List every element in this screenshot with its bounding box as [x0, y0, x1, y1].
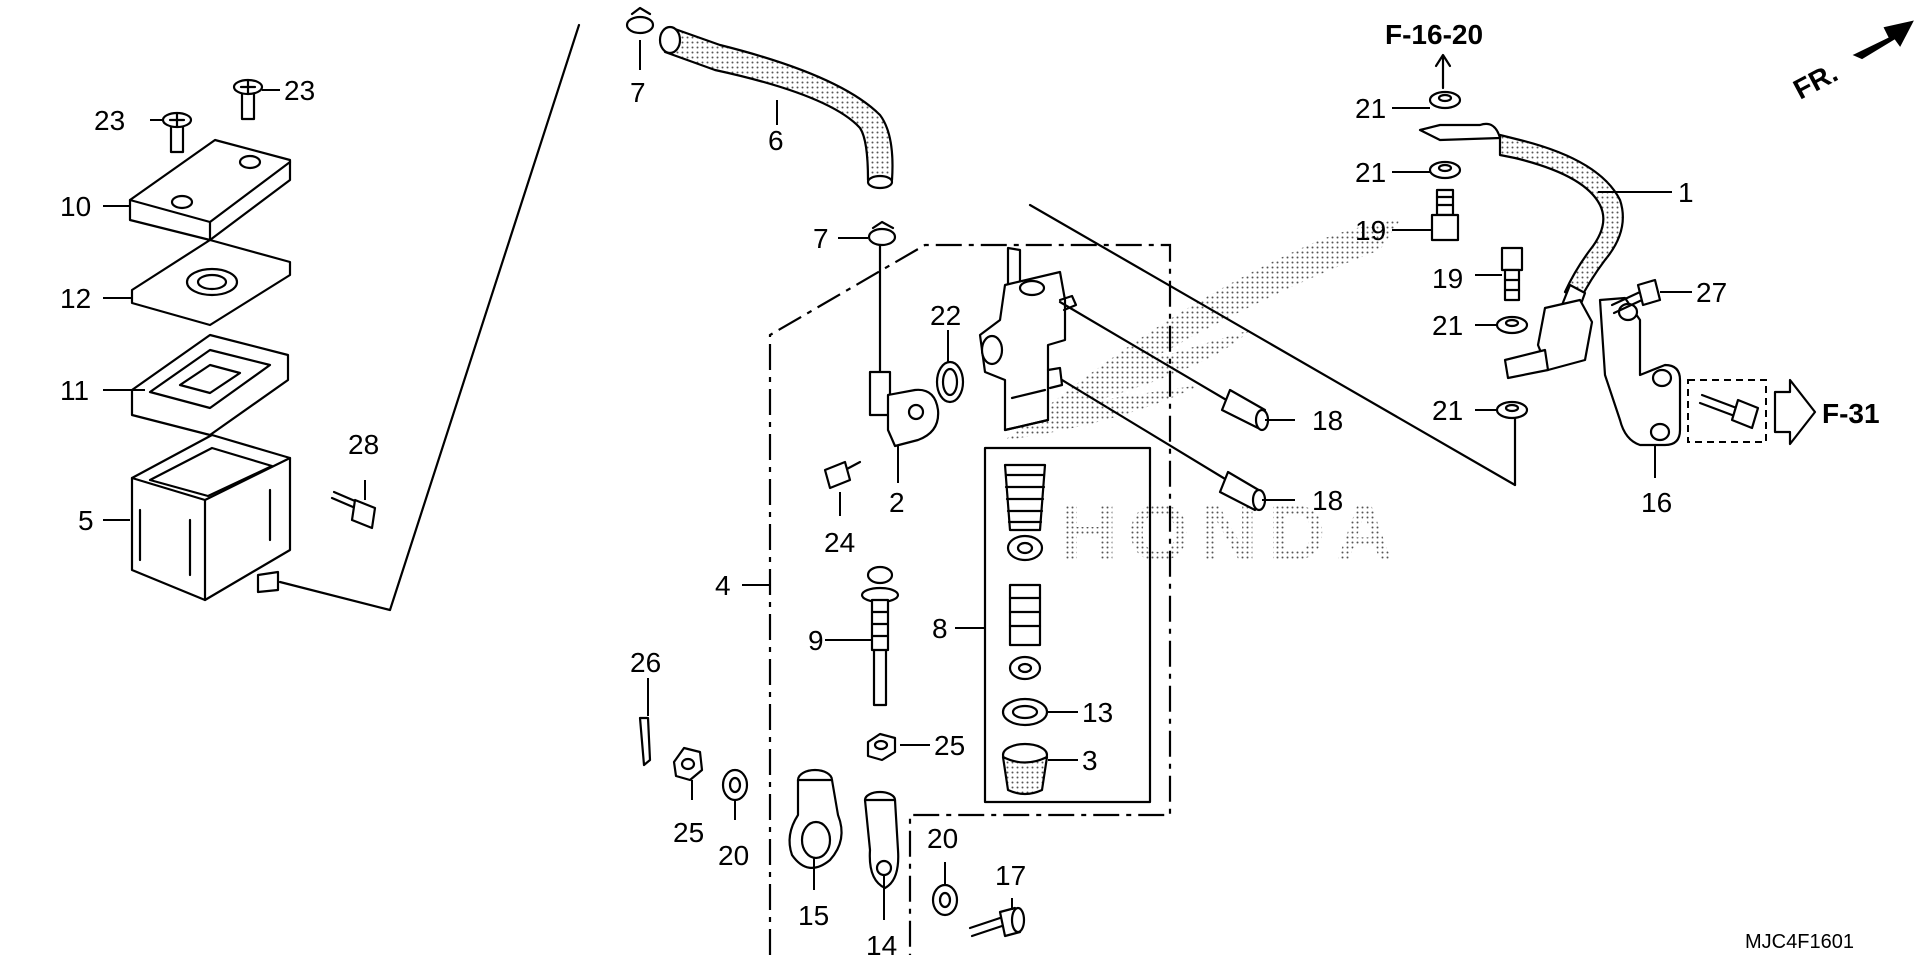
callout-21-top: 21: [1355, 93, 1386, 124]
callout-20-right: 20: [927, 823, 958, 854]
callout-21-third: 21: [1432, 310, 1463, 341]
front-direction-arrow-icon: [1852, 20, 1914, 60]
push-rod-9: [860, 565, 900, 707]
washer-21-third: [1495, 315, 1529, 335]
callout-8: 8: [932, 613, 948, 644]
callout-18-lower: 18: [1312, 485, 1343, 516]
honda-wing-watermark: HONDA: [1005, 220, 1403, 577]
callout-5: 5: [78, 505, 94, 536]
dashed-box-right: [1687, 379, 1767, 443]
cotter-pin-26: [638, 716, 652, 767]
nut-25-center: [866, 732, 897, 762]
bolt-28: [330, 490, 377, 530]
leader-lines: [103, 40, 1692, 920]
callout-12: 12: [60, 283, 91, 314]
reference-arrow-icon: [1434, 53, 1817, 446]
washer-21-bottom: [1495, 400, 1529, 420]
callout-numbers: 23 23 10 12 11 5 28 7 6 7 22 2 24 4 9 8 …: [60, 75, 1727, 960]
reservoir-cap-10: [128, 138, 292, 242]
piston-set-8: [1003, 463, 1047, 681]
rod-eye-15: [788, 768, 843, 869]
reference-label-right: F-31: [1822, 398, 1880, 429]
master-cylinder-body-4: [978, 246, 1078, 432]
bracket-16: [1598, 296, 1682, 447]
boot-3: [1001, 742, 1049, 796]
bolt-27: [1610, 278, 1662, 315]
callout-3: 3: [1082, 745, 1098, 776]
screw-23-left: [161, 111, 193, 154]
callout-9: 9: [808, 625, 824, 656]
watermark-text: HONDA: [1060, 488, 1403, 577]
bolt-17: [968, 906, 1026, 938]
clevis-14: [863, 790, 900, 890]
callout-15: 15: [798, 900, 829, 931]
callout-28: 28: [348, 429, 379, 460]
callout-21-bottom: 21: [1432, 395, 1463, 426]
hose-joint-2: [868, 243, 940, 448]
callout-20-left: 20: [718, 840, 749, 871]
callout-19-lower: 19: [1432, 263, 1463, 294]
callout-7-lower: 7: [813, 223, 829, 254]
banjo-bolt-19-lower: [1500, 246, 1524, 302]
diaphragm-plate-12: [130, 238, 292, 327]
diagram-code: MJC4F1601: [1745, 931, 1854, 953]
brake-hose-1: [1418, 122, 1624, 380]
clip-7-lower: [867, 220, 897, 247]
callout-23-right: 23: [284, 75, 315, 106]
assembly-outline-8: [983, 446, 1152, 804]
callout-17: 17: [995, 860, 1026, 891]
callout-27: 27: [1696, 277, 1727, 308]
bolt-24: [823, 460, 862, 490]
assembly-lines: [278, 23, 1517, 612]
callout-4: 4: [715, 570, 731, 601]
hose-6: [658, 25, 894, 190]
clip-7-top: [625, 6, 655, 35]
callout-13: 13: [1082, 697, 1113, 728]
callout-14: 14: [866, 930, 897, 960]
callout-25-left: 25: [673, 817, 704, 848]
callout-18-upper: 18: [1312, 405, 1343, 436]
diaphragm-11: [130, 333, 290, 437]
nut-25-left: [672, 746, 704, 782]
snap-ring-13: [1001, 697, 1049, 727]
callout-16: 16: [1641, 487, 1672, 518]
front-direction-label: FR.: [1788, 57, 1842, 106]
callout-21-second: 21: [1355, 157, 1386, 188]
callout-19-top: 19: [1355, 215, 1386, 246]
washer-21-second: [1428, 160, 1462, 180]
reservoir-body-5: [130, 433, 292, 602]
washer-20-left: [721, 768, 749, 802]
screw-23-right: [232, 78, 264, 121]
callout-6: 6: [768, 125, 784, 156]
reference-label-top: F-16-20: [1385, 19, 1483, 50]
callout-23-left: 23: [94, 105, 125, 136]
bolt-18-upper: [1058, 300, 1270, 432]
washer-20-right: [931, 883, 959, 917]
callout-7-top: 7: [630, 77, 646, 108]
callout-25-center: 25: [934, 730, 965, 761]
callout-10: 10: [60, 191, 91, 222]
callout-24: 24: [824, 527, 855, 558]
callout-2: 2: [889, 487, 905, 518]
assembly-outline-4: [768, 243, 1172, 955]
callout-26: 26: [630, 647, 661, 678]
washer-21-top: [1428, 90, 1462, 110]
callout-11: 11: [60, 375, 89, 406]
o-ring-22: [935, 360, 965, 404]
bolt-dashed-box: [1698, 393, 1760, 430]
banjo-bolt-19-top: [1430, 188, 1460, 242]
callout-22: 22: [930, 300, 961, 331]
callout-1: 1: [1678, 177, 1694, 208]
